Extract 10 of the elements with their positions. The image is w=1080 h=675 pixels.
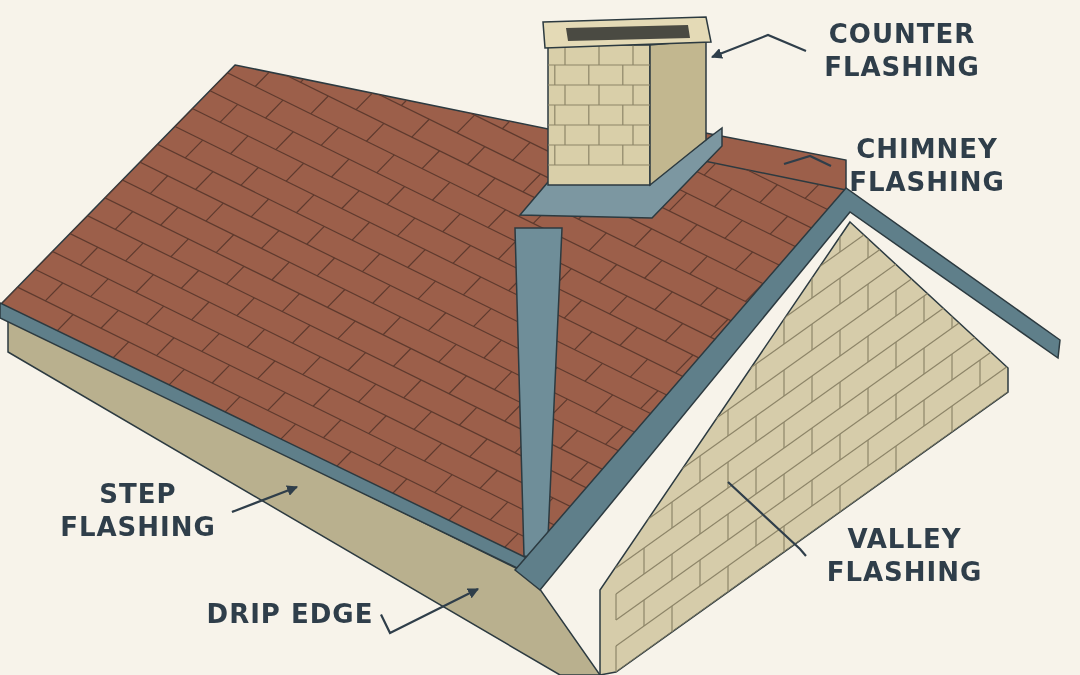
leader-line [727, 481, 807, 557]
leader-line [380, 588, 479, 635]
callout-label: CHIMNEY FLASHING [837, 133, 1017, 199]
callout-label: DRIP EDGE [205, 598, 375, 631]
callout-label: COUNTER FLASHING [812, 18, 992, 84]
leader-line [711, 33, 807, 59]
leader-line [783, 154, 832, 167]
leader-line [230, 485, 299, 514]
callout-label: VALLEY FLASHING [812, 523, 997, 589]
callout-label: STEP FLASHING [48, 478, 228, 544]
